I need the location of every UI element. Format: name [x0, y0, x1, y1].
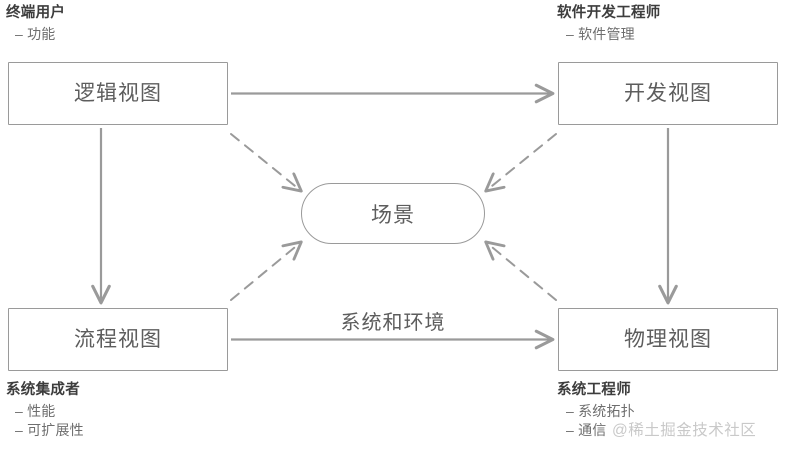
list-item: – 系统拓扑 [566, 403, 635, 420]
list-item: – 软件管理 [566, 26, 635, 43]
annotation-end-user-role: 终端用户 [6, 5, 66, 21]
annotation-software-developer-role: 软件开发工程师 [557, 5, 661, 21]
annotation-system-engineer-bullets: – 系统拓扑 – 通信 [557, 402, 635, 439]
node-physical-view[interactable]: 物理视图 [558, 308, 778, 371]
annotation-system-integrator: 系统集成者 – 性能 – 可扩展性 [6, 381, 84, 439]
annotation-end-user-bullets: – 功能 [6, 25, 65, 43]
node-logical-view[interactable]: 逻辑视图 [8, 62, 228, 125]
edge-label-system-and-environment: 系统和环境 [340, 312, 446, 334]
edge-process-to-scenario [230, 243, 300, 301]
list-item: – 功能 [15, 26, 56, 43]
annotation-system-engineer-role: 系统工程师 [557, 382, 631, 398]
node-physical-view-label: 物理视图 [624, 328, 712, 351]
node-scenario-label: 场景 [371, 203, 415, 227]
annotation-system-integrator-bullets: – 性能 – 可扩展性 [6, 402, 84, 439]
edge-logical-to-scenario [230, 133, 300, 190]
edge-development-to-scenario [487, 133, 557, 190]
node-development-view[interactable]: 开发视图 [558, 62, 778, 125]
node-scenario[interactable]: 场景 [301, 183, 485, 244]
node-development-view-label: 开发视图 [624, 82, 712, 105]
list-item: – 性能 [15, 403, 56, 420]
node-process-view-label: 流程视图 [74, 328, 162, 351]
annotation-system-integrator-role: 系统集成者 [6, 382, 80, 398]
node-process-view[interactable]: 流程视图 [8, 308, 228, 371]
list-item: – 通信 [566, 421, 607, 438]
edge-physical-to-scenario [487, 243, 557, 301]
watermark: @稀土掘金技术社区 [612, 422, 757, 439]
annotation-system-engineer: 系统工程师 – 系统拓扑 – 通信 [557, 381, 635, 439]
list-item: – 可扩展性 [15, 421, 84, 438]
node-logical-view-label: 逻辑视图 [74, 82, 162, 105]
annotation-end-user: 终端用户 – 功能 [6, 4, 65, 44]
annotation-software-developer: 软件开发工程师 – 软件管理 [557, 4, 661, 44]
annotation-software-developer-bullets: – 软件管理 [557, 25, 661, 43]
